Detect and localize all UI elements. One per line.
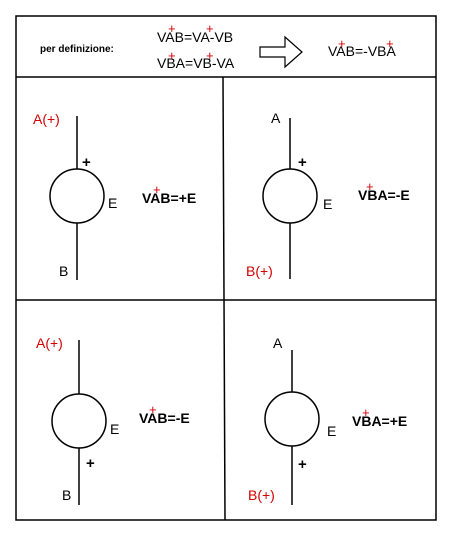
equation: VAB=+E	[142, 190, 196, 206]
polarity-plus: +	[298, 456, 307, 473]
outer-frame	[15, 15, 437, 521]
panel-3: A(+) B + E VAB=-E +	[36, 335, 190, 505]
terminal-label-bottom: B(+)	[248, 487, 275, 503]
terminal-label-top: A(+)	[36, 335, 63, 351]
voltage-source-symbol	[51, 393, 107, 449]
plus-marker: +	[153, 182, 161, 197]
column-divider	[222, 76, 226, 521]
panel-1: A(+) B + E VAB=+E +	[33, 111, 196, 280]
plus-marker: +	[362, 405, 370, 420]
source-label-e: E	[108, 195, 117, 211]
polarity-plus: +	[86, 455, 95, 472]
terminal-label-top: A	[271, 110, 281, 126]
terminal-label-bottom: B(+)	[246, 263, 273, 279]
definition-eq-vab: VAB=VA-VB	[157, 29, 233, 45]
implies-arrow	[259, 35, 303, 69]
plus-marker: +	[206, 21, 214, 36]
polarity-plus: +	[298, 154, 307, 171]
definition-intro: per definizione:	[40, 44, 114, 55]
panel-4: A B(+) + E VBA=+E +	[248, 335, 407, 505]
plus-marker: +	[366, 179, 374, 194]
source-label-e: E	[110, 421, 119, 437]
source-label-e: E	[327, 423, 336, 439]
terminal-label-bottom: B	[59, 263, 68, 279]
equation: VBA=+E	[352, 413, 407, 429]
polarity-plus: +	[82, 154, 91, 171]
source-label-e: E	[323, 196, 332, 212]
plus-marker: +	[168, 21, 176, 36]
voltage-source-symbol	[49, 168, 105, 224]
plus-marker: +	[386, 36, 394, 51]
terminal-label-bottom: B	[62, 487, 71, 503]
equation: VBA=-E	[358, 187, 410, 203]
terminal-label-top: A	[273, 335, 283, 351]
plus-marker: +	[149, 402, 157, 417]
voltage-source-symbol	[264, 391, 320, 447]
voltage-source-symbol	[262, 168, 318, 224]
plus-marker: +	[338, 36, 346, 51]
plus-marker: +	[168, 48, 176, 63]
panel-2: A B(+) + E VBA=-E +	[246, 110, 410, 279]
terminal-label-top: A(+)	[33, 111, 60, 127]
equation: VAB=-E	[139, 410, 190, 426]
definition-result: VAB=-VBA	[328, 43, 396, 59]
definition-eq-vba: VBA=VB-VA	[157, 55, 235, 71]
plus-marker: +	[206, 48, 214, 63]
